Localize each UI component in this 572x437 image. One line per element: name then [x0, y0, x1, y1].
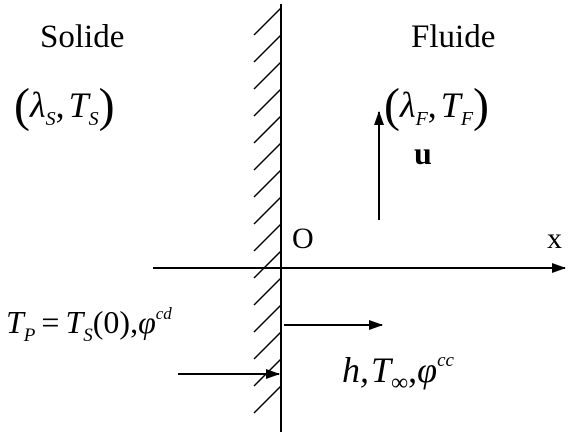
- wall-condition-label: TP=TS(0),φcd: [6, 304, 172, 346]
- hatch-line: [253, 223, 282, 252]
- hatch-line: [253, 169, 282, 198]
- fluid-title: Fluide: [411, 19, 495, 55]
- hatch-line: [253, 7, 282, 36]
- hatch-line: [253, 115, 282, 144]
- hatch-line: [253, 61, 282, 90]
- hatch-line: [253, 142, 282, 171]
- wall-hatching: [253, 7, 282, 414]
- hatch-line: [253, 196, 282, 225]
- hatch-line: [253, 34, 282, 63]
- origin-label: O: [292, 222, 314, 255]
- solid-title: Solide: [40, 19, 124, 55]
- x-axis-label: x: [547, 222, 562, 255]
- velocity-label: u: [414, 135, 432, 171]
- hatch-line: [253, 385, 282, 414]
- hatch-line: [253, 250, 282, 279]
- fluid-condition-label: h,T∞,φcc: [342, 350, 454, 396]
- hatch-line: [253, 277, 282, 306]
- solid-properties: (λS,TS): [14, 79, 115, 132]
- hatch-line: [253, 88, 282, 117]
- hatch-line: [253, 358, 282, 387]
- fluid-properties: (λF,TF): [384, 79, 489, 132]
- hatch-line: [253, 331, 282, 360]
- hatch-line: [253, 304, 282, 333]
